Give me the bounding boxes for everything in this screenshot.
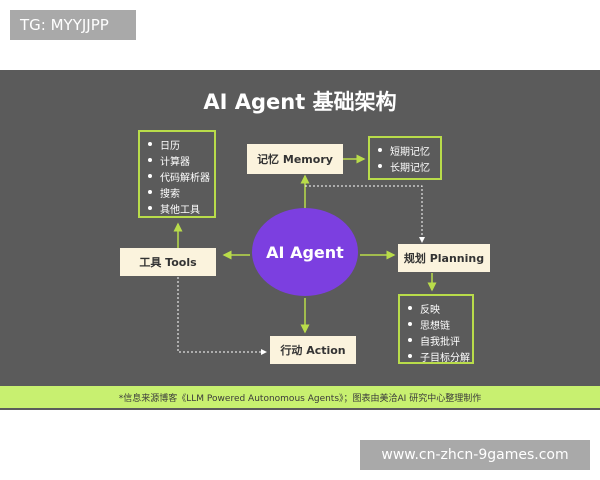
watermark-bottom: www.cn-zhcn-9games.com: [360, 440, 590, 470]
tools-list-item: 代码解析器: [148, 168, 214, 184]
tools-list: 日历 计算器 代码解析器 搜索 其他工具: [138, 130, 216, 218]
tools-list-item: 其他工具: [148, 200, 214, 216]
source-footer: *信息来源博客《LLM Powered Autonomous Agents》；图…: [0, 386, 600, 408]
tools-node: 工具 Tools: [120, 248, 216, 276]
planning-list: 反映 思想链 自我批评 子目标分解: [398, 294, 474, 364]
memory-list: 短期记忆 长期记忆: [368, 136, 442, 180]
watermark-top: TG: MYYJJPP: [10, 10, 136, 40]
planning-list-item: 反映: [408, 300, 472, 316]
tools-list-item: 搜索: [148, 184, 214, 200]
action-node: 行动 Action: [270, 336, 356, 364]
diagram-title: AI Agent 基础架构: [203, 90, 397, 114]
planning-list-item: 思想链: [408, 316, 472, 332]
ai-agent-node: AI Agent: [252, 208, 358, 296]
dotted-memory-planning: [305, 185, 425, 243]
memory-list-item: 短期记忆: [378, 142, 440, 158]
dotted-tools-action: [177, 277, 267, 355]
tools-list-item: 计算器: [148, 152, 214, 168]
planning-node: 规划 Planning: [398, 244, 490, 272]
planning-list-item: 自我批评: [408, 332, 472, 348]
memory-list-item: 长期记忆: [378, 158, 440, 174]
memory-node: 记忆 Memory: [247, 144, 343, 174]
tools-list-item: 日历: [148, 136, 214, 152]
planning-list-item: 子目标分解: [408, 348, 472, 364]
